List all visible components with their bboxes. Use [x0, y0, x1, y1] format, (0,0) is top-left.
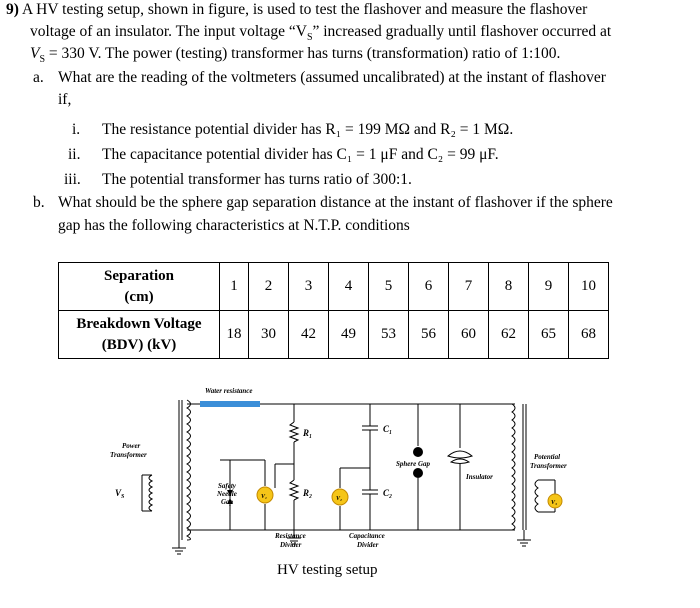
resistor-r2 [288, 479, 300, 501]
part-a-label: a. [33, 69, 44, 86]
resistor-r1 [288, 421, 300, 443]
resistance-divider-label-b: Divider [279, 541, 302, 549]
separation-cell: 7 [448, 262, 489, 311]
potential-transformer-label-b: Transformer [530, 462, 567, 470]
primary-coil [148, 474, 154, 512]
intro-text-2a: voltage of an insulator. The input volta… [30, 23, 307, 40]
intro-text-1: A HV testing setup, shown in figure, is … [21, 1, 588, 18]
diagram-caption: HV testing setup [277, 562, 378, 578]
bdv-header: Breakdown Voltage (BDV) (kV) [58, 310, 220, 359]
bdv-cell: 56 [408, 310, 449, 359]
vs-label-main: V [115, 488, 122, 498]
sphere-gap-top [413, 447, 423, 457]
question-number: 9) [6, 1, 19, 18]
item-label-iii: iii. [64, 171, 81, 188]
question-line-1: 9) A HV testing setup, shown in figure, … [6, 0, 587, 20]
question-line-2: voltage of an insulator. The input volta… [30, 22, 611, 48]
water-resistance [200, 401, 260, 407]
separation-cell: 3 [288, 262, 329, 311]
separation-header-b: (cm) [124, 288, 154, 305]
separation-cell: 6 [408, 262, 449, 311]
capacitance-divider-label-b: Divider [356, 541, 379, 549]
bdv-cell: 68 [568, 310, 609, 359]
hv-testing-circuit-diagram: Water resistance Power Transformer VS Sa… [110, 387, 567, 555]
pt-secondary-coil [534, 479, 539, 513]
resistance-divider-label-a: Resistance [274, 532, 306, 540]
c2-label: C₂ [383, 488, 392, 498]
intro-text-3a: V [30, 45, 40, 62]
item-label-ii: ii. [68, 146, 81, 163]
item-text-iii: The potential transformer has turns rati… [102, 171, 412, 188]
bdv-cell: 18 [219, 310, 249, 359]
v2-label: V₂ [336, 496, 342, 502]
bdv-row: Breakdown Voltage (BDV) (kV) 18 30 42 49… [58, 310, 609, 359]
bdv-cell: 60 [448, 310, 489, 359]
bdv-cell: 30 [248, 310, 289, 359]
part-a-text-2: if, [58, 91, 72, 108]
separation-cell: 1 [219, 262, 249, 311]
separation-cell: 5 [368, 262, 409, 311]
sphere-gap-bottom [413, 468, 423, 478]
separation-cell: 4 [328, 262, 369, 311]
vs-label-sub: S [121, 494, 125, 500]
separation-cell: 8 [488, 262, 529, 311]
c1-label: C₁ [383, 424, 392, 434]
breakdown-voltage-table: Separation (cm) 1 2 3 4 5 6 7 8 9 10 Bre… [58, 262, 609, 359]
bdv-header-b: (BDV) (kV) [101, 336, 177, 353]
safety-needle-label-c: Gap [221, 498, 234, 506]
insulator-label: Insulator [465, 473, 493, 481]
intro-text-3b: = 330 V. The power (testing) transformer… [45, 45, 561, 62]
insulator [446, 450, 474, 464]
vs-label: VS [115, 488, 125, 500]
pt-primary-coil [511, 403, 516, 531]
voltmeter-v3 [547, 493, 563, 509]
voltmeter-v1 [256, 486, 274, 504]
item-text-ii: The capacitance potential divider has C₁… [102, 146, 499, 163]
separation-cell: 9 [528, 262, 569, 311]
safety-needle-label-b: Needle [216, 490, 237, 498]
safety-needle-label-a: Safety [218, 482, 237, 490]
part-a-text-1: What are the reading of the voltmeters (… [58, 69, 606, 86]
bdv-cell: 49 [328, 310, 369, 359]
part-b-text-2: gap has the following characteristics at… [58, 217, 410, 234]
separation-row: Separation (cm) 1 2 3 4 5 6 7 8 9 10 [58, 262, 609, 311]
separation-header: Separation (cm) [58, 262, 220, 311]
bdv-header-a: Breakdown Voltage [76, 315, 202, 332]
part-b-label: b. [33, 194, 45, 211]
bdv-cell: 62 [488, 310, 529, 359]
item-label-i: i. [72, 121, 81, 138]
capacitance-divider-label-a: Capacitance [349, 532, 385, 540]
bdv-cell: 65 [528, 310, 569, 359]
item-text-i: The resistance potential divider has R₁ … [102, 121, 514, 138]
separation-header-a: Separation [103, 267, 174, 284]
bdv-cell: 42 [288, 310, 329, 359]
potential-transformer-label-a: Potential [534, 453, 560, 461]
separation-cell: 10 [568, 262, 609, 311]
voltmeter-v2 [331, 488, 349, 506]
intro-text-2b: ” increased gradually until flashover oc… [312, 23, 612, 40]
v1-label: V₁ [261, 494, 267, 500]
question-line-3: VS = 330 V. The power (testing) transfor… [30, 44, 560, 70]
r1-label: R₁ [302, 428, 312, 438]
sphere-gap-label: Sphere Gap [396, 460, 431, 468]
water-resistance-label: Water resistance [205, 387, 253, 395]
power-transformer-label-b: Transformer [110, 451, 147, 459]
intro-sub-2: S [306, 32, 313, 44]
power-transformer-label-a: Power [122, 442, 141, 450]
safety-needle-gap [227, 490, 233, 496]
intro-sub-3: S [39, 54, 46, 66]
secondary-coil [185, 399, 191, 541]
separation-cell: 2 [248, 262, 289, 311]
v3-label: V₃ [551, 500, 557, 506]
bdv-cell: 53 [368, 310, 409, 359]
r2-label: R₂ [302, 488, 312, 498]
part-b-text-1: What should be the sphere gap separation… [58, 194, 613, 211]
